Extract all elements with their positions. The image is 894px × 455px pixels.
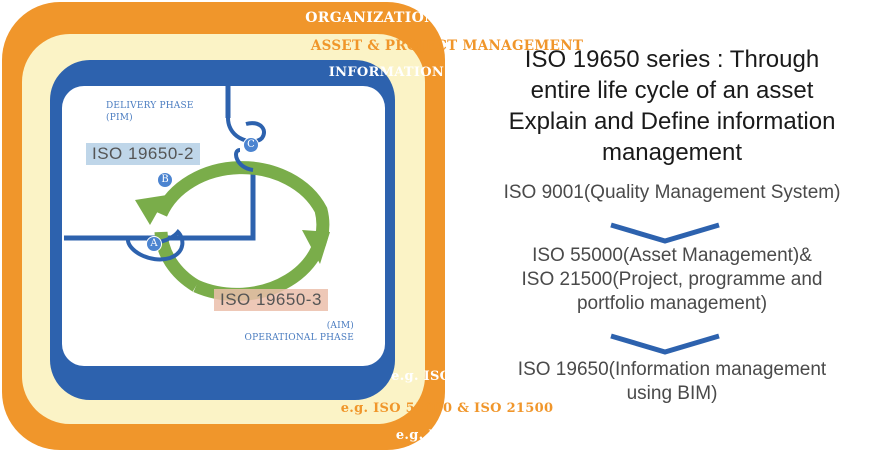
standard-iso-19650: ISO 19650(Information management using B… bbox=[462, 358, 882, 406]
standard-line: ISO 9001(Quality Management System) bbox=[503, 182, 841, 203]
information-inner-panel bbox=[62, 86, 385, 366]
standard-line: portfolio management) bbox=[576, 293, 768, 314]
standard-iso-9001: ISO 9001(Quality Management System) bbox=[452, 181, 892, 205]
lifecycle-cycle-arrow bbox=[154, 231, 200, 292]
cycle-arrowhead-icon bbox=[135, 195, 167, 225]
delivery-phase-abbrev: (PIM) bbox=[106, 113, 133, 123]
operational-phase-abbrev: (AIM) bbox=[326, 321, 354, 331]
lifecycle-diagram bbox=[64, 86, 330, 301]
organizational-management-title: ORGANIZATIONAL MANAGEMENT bbox=[305, 10, 589, 26]
iso-19650-3-tag: ISO 19650-3 bbox=[214, 289, 328, 311]
node-b: B bbox=[157, 172, 173, 188]
chevron-down-icon bbox=[610, 333, 720, 355]
information-management-title: INFORMATION MANAGEMENT bbox=[328, 65, 566, 80]
series-heading: ISO 19650 series : Through entire life c… bbox=[462, 44, 882, 168]
standard-line: ISO 21500(Project, programme and bbox=[521, 269, 823, 290]
asset-project-management-title: ASSET & PROJECT MANAGEMENT bbox=[310, 38, 584, 54]
heading-line: ISO 19650 series : Through bbox=[524, 46, 820, 73]
standard-line: using BIM) bbox=[626, 383, 718, 404]
standard-line: ISO 55000(Asset Management)& bbox=[532, 245, 812, 266]
delivery-phase-label: DELIVERY PHASE (PIM) bbox=[106, 100, 194, 124]
operational-phase-label: (AIM) OPERATIONAL PHASE bbox=[230, 320, 354, 344]
iso-19650-2-tag: ISO 19650-2 bbox=[86, 143, 200, 165]
node-c: C bbox=[243, 137, 259, 153]
information-management-example: e.g. ISO 19650 bbox=[391, 369, 503, 384]
heading-line: Explain and Define information bbox=[508, 108, 836, 135]
connector-c-icon bbox=[226, 117, 266, 172]
node-a: A bbox=[146, 236, 162, 252]
delivery-phase-title: DELIVERY PHASE bbox=[106, 101, 194, 111]
heading-line: entire life cycle of an asset bbox=[530, 77, 814, 104]
standard-iso-55000-21500: ISO 55000(Asset Management)& ISO 21500(P… bbox=[462, 244, 882, 316]
operational-phase-title: OPERATIONAL PHASE bbox=[244, 333, 354, 343]
heading-line: management bbox=[601, 139, 743, 166]
organizational-management-example: e.g. ISO 9001 bbox=[395, 428, 499, 443]
connector-a-icon bbox=[64, 228, 185, 262]
standard-line: ISO 19650(Information management bbox=[517, 359, 827, 380]
chevron-down-icon bbox=[610, 222, 720, 244]
asset-project-management-example: e.g. ISO 55000 & ISO 21500 bbox=[340, 401, 554, 416]
cycle-arrowhead-icon bbox=[302, 230, 330, 264]
